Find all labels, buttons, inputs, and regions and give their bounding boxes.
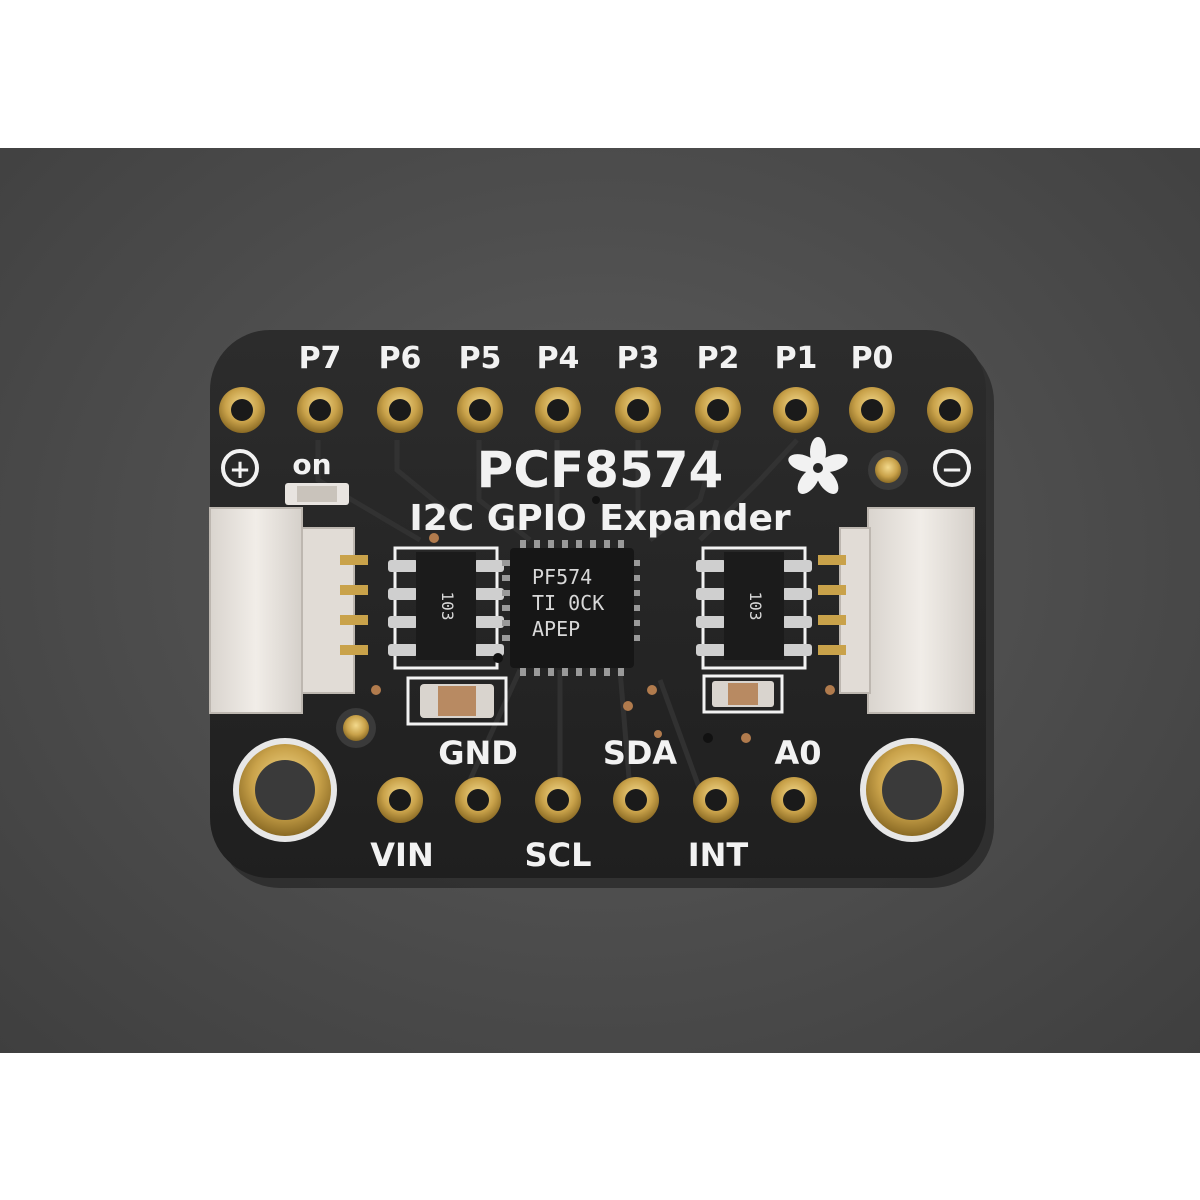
top-pads	[219, 387, 973, 433]
pad-top	[849, 387, 895, 433]
plus-label: +	[229, 455, 251, 485]
pad-bottom	[377, 777, 423, 823]
pad-bottom	[771, 777, 817, 823]
resistor-network-left: 103	[388, 546, 504, 670]
pin-label-p5: P5	[459, 341, 502, 376]
pad-top	[695, 387, 741, 433]
pcf8574-chip: PF574 TI 0CK APEP	[502, 540, 640, 676]
minus-label: −	[941, 455, 963, 485]
pin-label-p0: P0	[851, 341, 894, 376]
pad-top	[219, 387, 265, 433]
resistor-code-left: 103	[438, 592, 457, 621]
minus-symbol-icon: −	[933, 449, 971, 487]
pin-label-int: INT	[688, 836, 749, 874]
resistor-network-right: 103	[696, 546, 812, 670]
capacitor-right	[702, 674, 784, 714]
bottom-pads	[377, 777, 817, 823]
pad-top	[927, 387, 973, 433]
vias	[371, 496, 835, 743]
pad-top	[297, 387, 343, 433]
capacitor-left	[406, 676, 508, 726]
fiducial-mark	[336, 708, 376, 748]
pin-label-gnd: GND	[438, 734, 518, 772]
resistor-code-right: 103	[746, 592, 765, 621]
pin-label-p3: P3	[617, 341, 660, 376]
pin-label-p4: P4	[537, 341, 580, 376]
chip-marking-line2: TI 0CK	[532, 591, 604, 615]
pin-label-sda: SDA	[603, 734, 678, 772]
pad-top	[773, 387, 819, 433]
stemma-connector-right	[818, 507, 975, 714]
pad-top	[615, 387, 661, 433]
pin-label-p2: P2	[697, 341, 740, 376]
chip-marking-line3: APEP	[532, 617, 580, 641]
pad-bottom	[535, 777, 581, 823]
mounting-hole-left	[233, 738, 337, 842]
top-pin-labels: P7 P6 P5 P4 P3 P2 P1 P0	[299, 341, 894, 376]
power-led	[285, 483, 349, 505]
pin-label-p7: P7	[299, 341, 342, 376]
chip-marking-line1: PF574	[532, 565, 592, 589]
pad-top	[535, 387, 581, 433]
adafruit-flower-logo-icon	[788, 437, 848, 494]
pin-label-a0: A0	[774, 734, 821, 772]
board-title: PCF8574	[477, 441, 724, 499]
pin-label-scl: SCL	[525, 836, 592, 874]
pad-bottom	[455, 777, 501, 823]
plus-symbol-icon: +	[221, 449, 259, 487]
pad-bottom	[613, 777, 659, 823]
fiducial-mark	[868, 450, 908, 490]
pin-label-p1: P1	[775, 341, 818, 376]
pad-bottom	[693, 777, 739, 823]
pad-top	[377, 387, 423, 433]
board-subtitle: I2C GPIO Expander	[409, 498, 791, 539]
pad-top	[457, 387, 503, 433]
power-led-label: on	[292, 448, 331, 481]
pin-label-vin: VIN	[370, 836, 433, 874]
pcb-traces	[315, 438, 799, 791]
mounting-hole-right	[860, 738, 964, 842]
stemma-connector-left	[209, 507, 368, 714]
pin-label-p6: P6	[379, 341, 422, 376]
